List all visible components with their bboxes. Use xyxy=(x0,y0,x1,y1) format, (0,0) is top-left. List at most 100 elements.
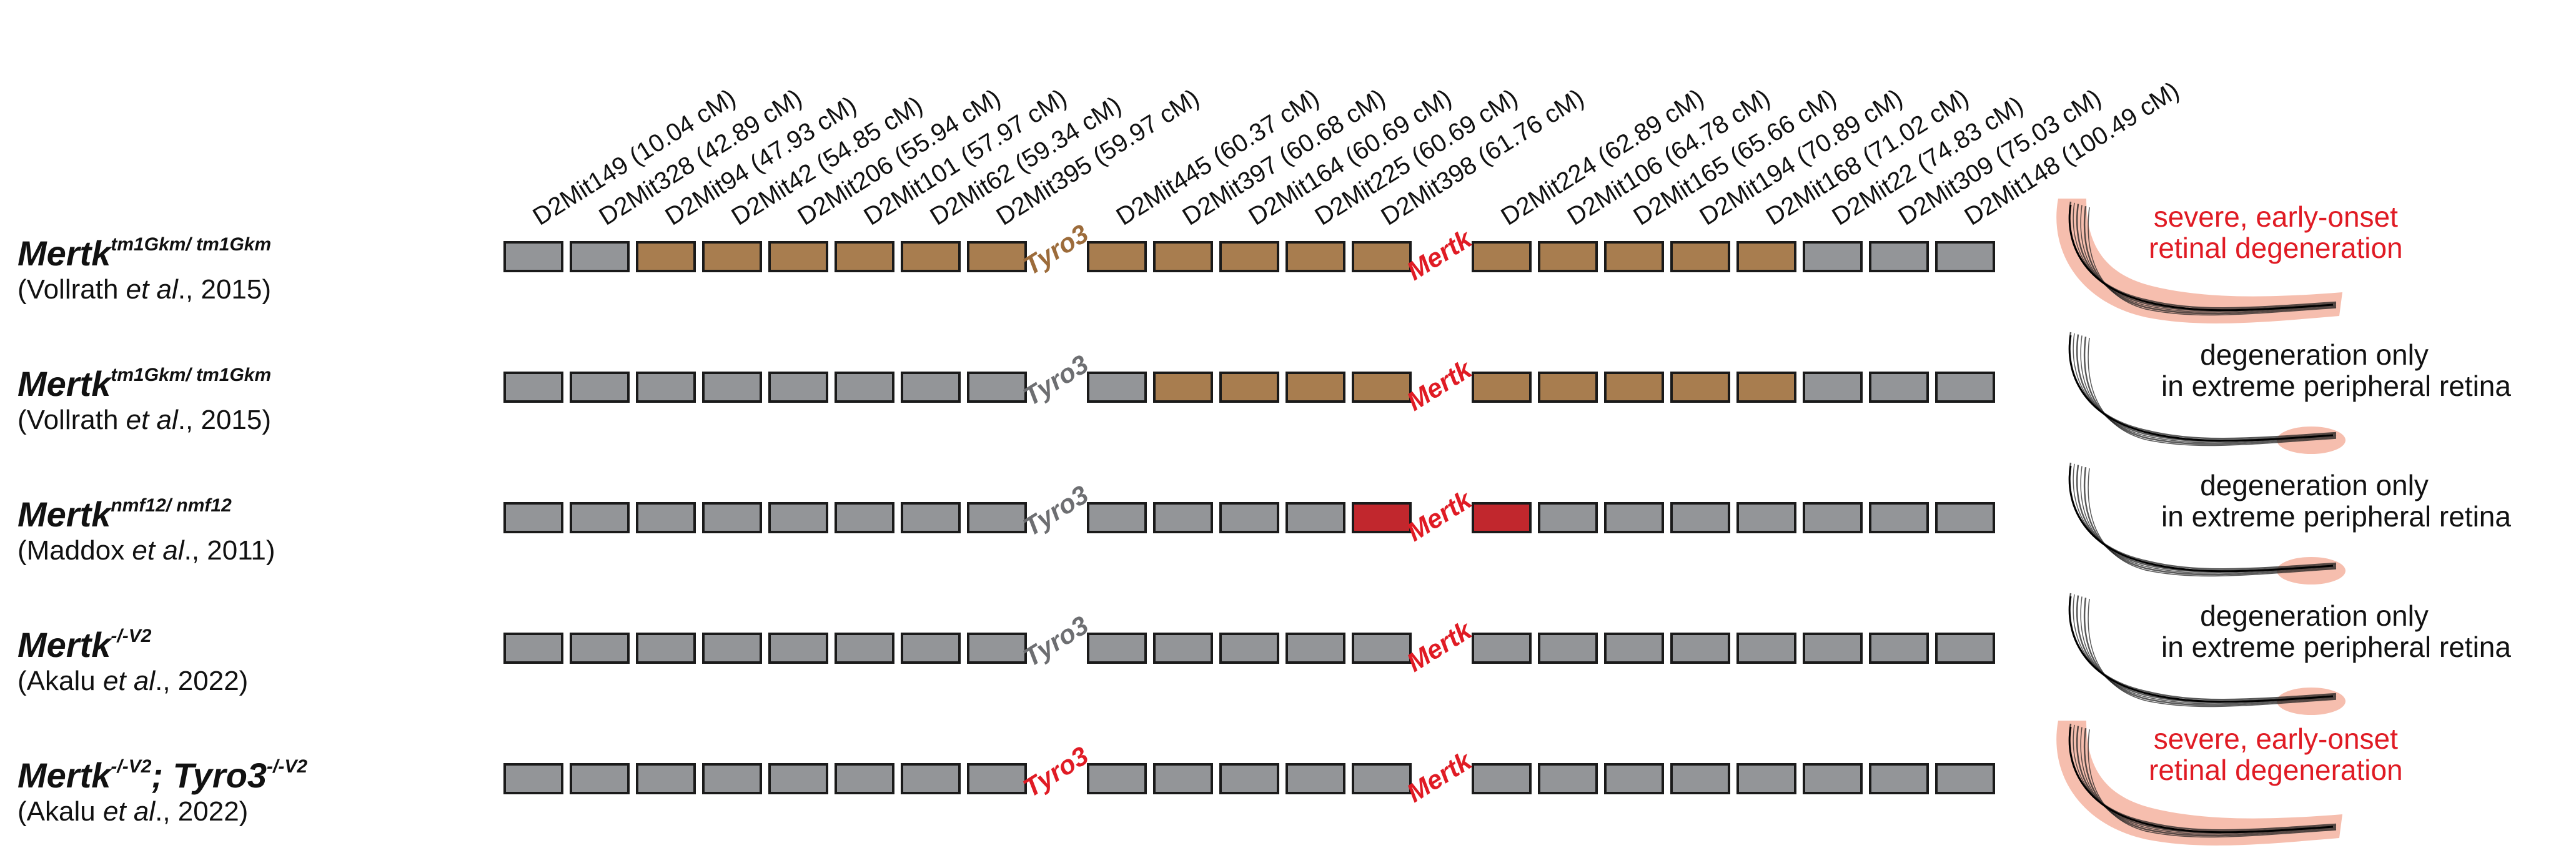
marker-segment xyxy=(1803,241,1863,272)
marker-segment xyxy=(570,633,630,664)
marker-segment xyxy=(1935,241,1995,272)
marker-segment xyxy=(636,763,696,794)
marker-segment xyxy=(1472,502,1532,533)
genotype: Mertktm1Gkm/ tm1Gkm xyxy=(17,234,272,273)
marker-segment xyxy=(636,502,696,533)
retina-layer xyxy=(2083,728,2337,837)
retina-outline xyxy=(2068,596,2334,703)
marker-segment xyxy=(1286,241,1345,272)
marker-segment xyxy=(636,633,696,664)
marker-segment xyxy=(1670,241,1730,272)
marker-segment xyxy=(1219,241,1279,272)
marker-segment xyxy=(702,633,762,664)
marker-segment xyxy=(1219,372,1279,403)
retina-layer xyxy=(2083,467,2337,576)
retina-illustration xyxy=(2068,462,2346,584)
marker-segment xyxy=(1935,502,1995,533)
marker-segment xyxy=(1604,633,1664,664)
marker-segment xyxy=(1935,372,1995,403)
marker-segment xyxy=(901,372,961,403)
row-label-4: Mertk-/-V2 (Akalu et al., 2022) xyxy=(17,625,249,696)
retina-layer xyxy=(2088,598,2337,708)
marker-segment xyxy=(503,633,563,664)
marker-segment xyxy=(570,241,630,272)
marker-segment xyxy=(1087,241,1147,272)
citation: (Maddox et al., 2011) xyxy=(17,535,275,566)
phenotype-label-4: degeneration only in extreme peripheral … xyxy=(2161,599,2511,663)
retina-outline xyxy=(2068,726,2334,834)
marker-segment xyxy=(570,502,630,533)
marker-segment xyxy=(1286,763,1345,794)
genotype: Mertk-/-V2; Tyro3-/-V2 xyxy=(17,756,308,795)
marker-segment xyxy=(1352,502,1412,533)
tyro3-gene-label: Tyro3 xyxy=(1018,610,1094,673)
marker-segment xyxy=(1935,633,1995,664)
marker-segment xyxy=(1670,502,1730,533)
marker-segment xyxy=(1736,241,1796,272)
marker-segment xyxy=(1736,372,1796,403)
marker-segment xyxy=(702,502,762,533)
retina-layer xyxy=(2068,462,2337,570)
marker-segment xyxy=(1736,763,1796,794)
marker-segment xyxy=(1803,502,1863,533)
marker-segment xyxy=(702,372,762,403)
marker-segment xyxy=(1219,633,1279,664)
marker-segment xyxy=(1604,763,1664,794)
marker-segment xyxy=(1087,763,1147,794)
retina-illustrations xyxy=(2056,199,2346,846)
tyro3-gene-label: Tyro3 xyxy=(1018,349,1094,412)
degeneration-shading xyxy=(2056,721,2342,846)
retina-layer xyxy=(2080,205,2337,313)
marker-segment xyxy=(835,372,894,403)
marker-segment xyxy=(1087,372,1147,403)
marker-segment xyxy=(1869,633,1929,664)
marker-segment xyxy=(1604,241,1664,272)
marker-segment xyxy=(1352,372,1412,403)
retina-layer xyxy=(2080,596,2337,704)
marker-segment xyxy=(1538,502,1598,533)
mertk-gene-label: Mertk xyxy=(1402,223,1478,286)
marker-segment xyxy=(1153,763,1213,794)
retina-outline xyxy=(2068,335,2334,442)
retina-layer xyxy=(2073,463,2337,571)
marker-segment xyxy=(835,502,894,533)
marker-segment xyxy=(768,241,828,272)
marker-segment xyxy=(967,241,1027,272)
genotype: Mertknmf12/ nmf12 xyxy=(17,495,232,534)
tyro3-gene-label: Tyro3 xyxy=(1018,741,1094,803)
marker-segment xyxy=(1472,241,1532,272)
marker-segment xyxy=(1219,763,1279,794)
retina-layer xyxy=(2080,466,2337,574)
phenotype-label-2: degeneration only in extreme peripheral … xyxy=(2161,338,2511,402)
marker-segment xyxy=(1153,633,1213,664)
marker-segment xyxy=(1736,502,1796,533)
marker-segment xyxy=(1352,763,1412,794)
marker-segment xyxy=(503,241,563,272)
phenotype-label-1: severe, early-onset retinal degeneration xyxy=(2149,200,2403,264)
retina-layer xyxy=(2088,729,2337,838)
row-label-1: Mertktm1Gkm/ tm1Gkm (Vollrath et al., 20… xyxy=(17,234,272,303)
citation: (Akalu et al., 2022) xyxy=(17,666,249,696)
marker-segment xyxy=(1153,502,1213,533)
citation: (Akalu et al., 2022) xyxy=(17,796,249,827)
marker-segment xyxy=(702,241,762,272)
marker-segment xyxy=(1670,633,1730,664)
marker-segment xyxy=(768,502,828,533)
retina-layer xyxy=(2083,337,2337,445)
marker-segment xyxy=(901,763,961,794)
marker-segment xyxy=(1153,372,1213,403)
marker-segment xyxy=(1286,633,1345,664)
marker-segment xyxy=(1219,502,1279,533)
citation: (Vollrath et al., 2015) xyxy=(17,405,272,435)
marker-segment xyxy=(768,372,828,403)
marker-segment xyxy=(967,372,1027,403)
marker-segment xyxy=(503,372,563,403)
genotype: Mertk-/-V2 xyxy=(17,625,152,664)
marker-segment xyxy=(1538,633,1598,664)
retina-outline xyxy=(2068,204,2334,312)
